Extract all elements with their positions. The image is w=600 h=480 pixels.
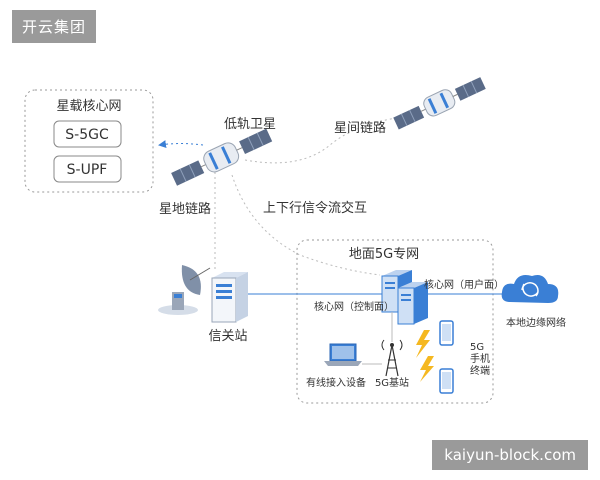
signaling-label: 上下行信令流交互 xyxy=(263,200,367,216)
cloud-icon xyxy=(501,275,559,303)
satellite-2-icon xyxy=(393,77,486,130)
edge-network-label: 本地边缘网络 xyxy=(506,316,566,329)
core-user-label: 核心网（用户面） xyxy=(424,278,504,291)
onboard-core-title: 星载核心网 xyxy=(56,99,121,114)
supf-box[interactable] xyxy=(53,155,122,183)
signaling-link xyxy=(231,174,381,276)
watermark: kaiyun-block.com xyxy=(432,440,588,470)
base-station-tower-icon xyxy=(381,339,403,377)
sat-to-core-link xyxy=(158,140,204,149)
sat-ground-link-label: 星地链路 xyxy=(159,201,211,217)
core-control-label: 核心网（控制面） xyxy=(314,300,394,313)
wired-access-label: 有线接入设备 xyxy=(306,376,366,389)
base-station-label: 5G基站 xyxy=(375,376,409,389)
lightning-icon xyxy=(416,330,430,358)
ground-private-title: 地面5G专网 xyxy=(349,247,419,262)
core-network-server-icon[interactable] xyxy=(381,270,428,325)
terminal-label-end: 终端 xyxy=(470,364,490,377)
phone-icon-2 xyxy=(439,368,454,394)
supf-label: S-UPF xyxy=(67,162,108,178)
s5gc-box[interactable] xyxy=(53,120,122,148)
terminal-label-phone: 手机 xyxy=(470,352,490,365)
terminal-label-5g: 5G xyxy=(470,342,484,353)
leo-satellite-icon xyxy=(171,128,273,186)
lightning-icon-2 xyxy=(420,356,434,382)
onboard-core-group xyxy=(24,89,154,193)
isl-label: 星间链路 xyxy=(334,120,386,136)
gateway-label: 信关站 xyxy=(208,329,247,344)
s5gc-label: S-5GC xyxy=(65,127,109,143)
satellite-dish-icon xyxy=(158,265,211,315)
brand-badge: 开云集团 xyxy=(12,10,97,43)
phone-icon xyxy=(439,320,454,346)
leo-satellite-label: 低轨卫星 xyxy=(224,117,276,132)
laptop-icon xyxy=(324,343,362,366)
isl-link xyxy=(244,114,421,164)
gateway-server-icon xyxy=(211,272,248,323)
